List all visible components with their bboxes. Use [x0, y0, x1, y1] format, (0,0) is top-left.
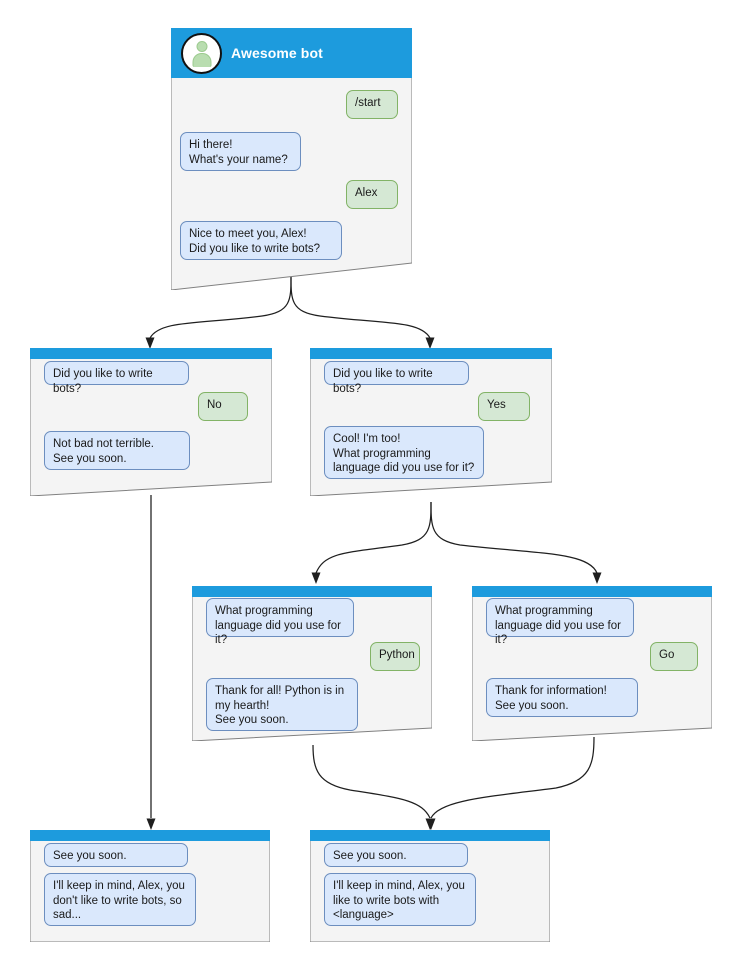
message-bubble-bot[interactable]: Did you like to write bots?	[324, 361, 469, 395]
message-bubble-bot[interactable]: I'll keep in mind, Alex, you like to wri…	[324, 873, 476, 926]
edge-python-to-end	[312, 744, 435, 830]
message-bubble-bot[interactable]: Hi there! What's your name?	[180, 132, 301, 171]
message-bubble-bot[interactable]: Not bad not terrible. See you soon.	[44, 431, 190, 470]
node-no-branch[interactable]: Did you like to write bots? No Not bad n…	[30, 348, 272, 496]
edge-yes-to-python	[311, 501, 432, 584]
message-bubble-bot[interactable]: Cool! I'm too! What programming language…	[324, 426, 484, 479]
message-bubble-user[interactable]: Python	[370, 642, 420, 671]
message-bubble-user[interactable]: Alex	[346, 180, 398, 209]
message-bubble-user[interactable]: /start	[346, 90, 398, 119]
node-end-happy[interactable]: See you soon. I'll keep in mind, Alex, y…	[310, 830, 550, 942]
message-bubble-bot[interactable]: Thank for all! Python is in my hearth! S…	[206, 678, 358, 731]
node-root[interactable]: Awesome bot /start Hi there! What's your…	[171, 28, 412, 290]
message-bubble-bot[interactable]: What programming language did you use fo…	[206, 598, 354, 646]
edge-no-to-end-sad	[146, 495, 156, 830]
node-go-branch[interactable]: What programming language did you use fo…	[472, 586, 712, 741]
message-bubble-bot[interactable]: What programming language did you use fo…	[486, 598, 634, 646]
message-bubble-user[interactable]: Yes	[478, 392, 530, 421]
message-bubble-bot[interactable]: Nice to meet you, Alex! Did you like to …	[180, 221, 342, 260]
edge-yes-to-go	[430, 501, 602, 584]
bot-name-label: Awesome bot	[231, 45, 323, 61]
message-bubble-bot[interactable]: Did you like to write bots?	[44, 361, 189, 395]
node-end-sad[interactable]: See you soon. I'll keep in mind, Alex, y…	[30, 830, 270, 942]
message-bubble-bot[interactable]: See you soon.	[324, 843, 468, 867]
node-python-branch[interactable]: What programming language did you use fo…	[192, 586, 432, 741]
message-bubble-bot[interactable]: See you soon.	[44, 843, 188, 867]
person-avatar-icon	[181, 32, 222, 74]
bot-titlebar: Awesome bot	[171, 28, 412, 78]
message-bubble-user[interactable]: No	[198, 392, 248, 421]
edge-go-to-end	[426, 736, 595, 830]
message-bubble-bot[interactable]: Thank for information! See you soon.	[486, 678, 638, 717]
node-yes-branch[interactable]: Did you like to write bots? Yes Cool! I'…	[310, 348, 552, 496]
message-bubble-user[interactable]: Go	[650, 642, 698, 671]
message-bubble-bot[interactable]: I'll keep in mind, Alex, you don't like …	[44, 873, 196, 926]
